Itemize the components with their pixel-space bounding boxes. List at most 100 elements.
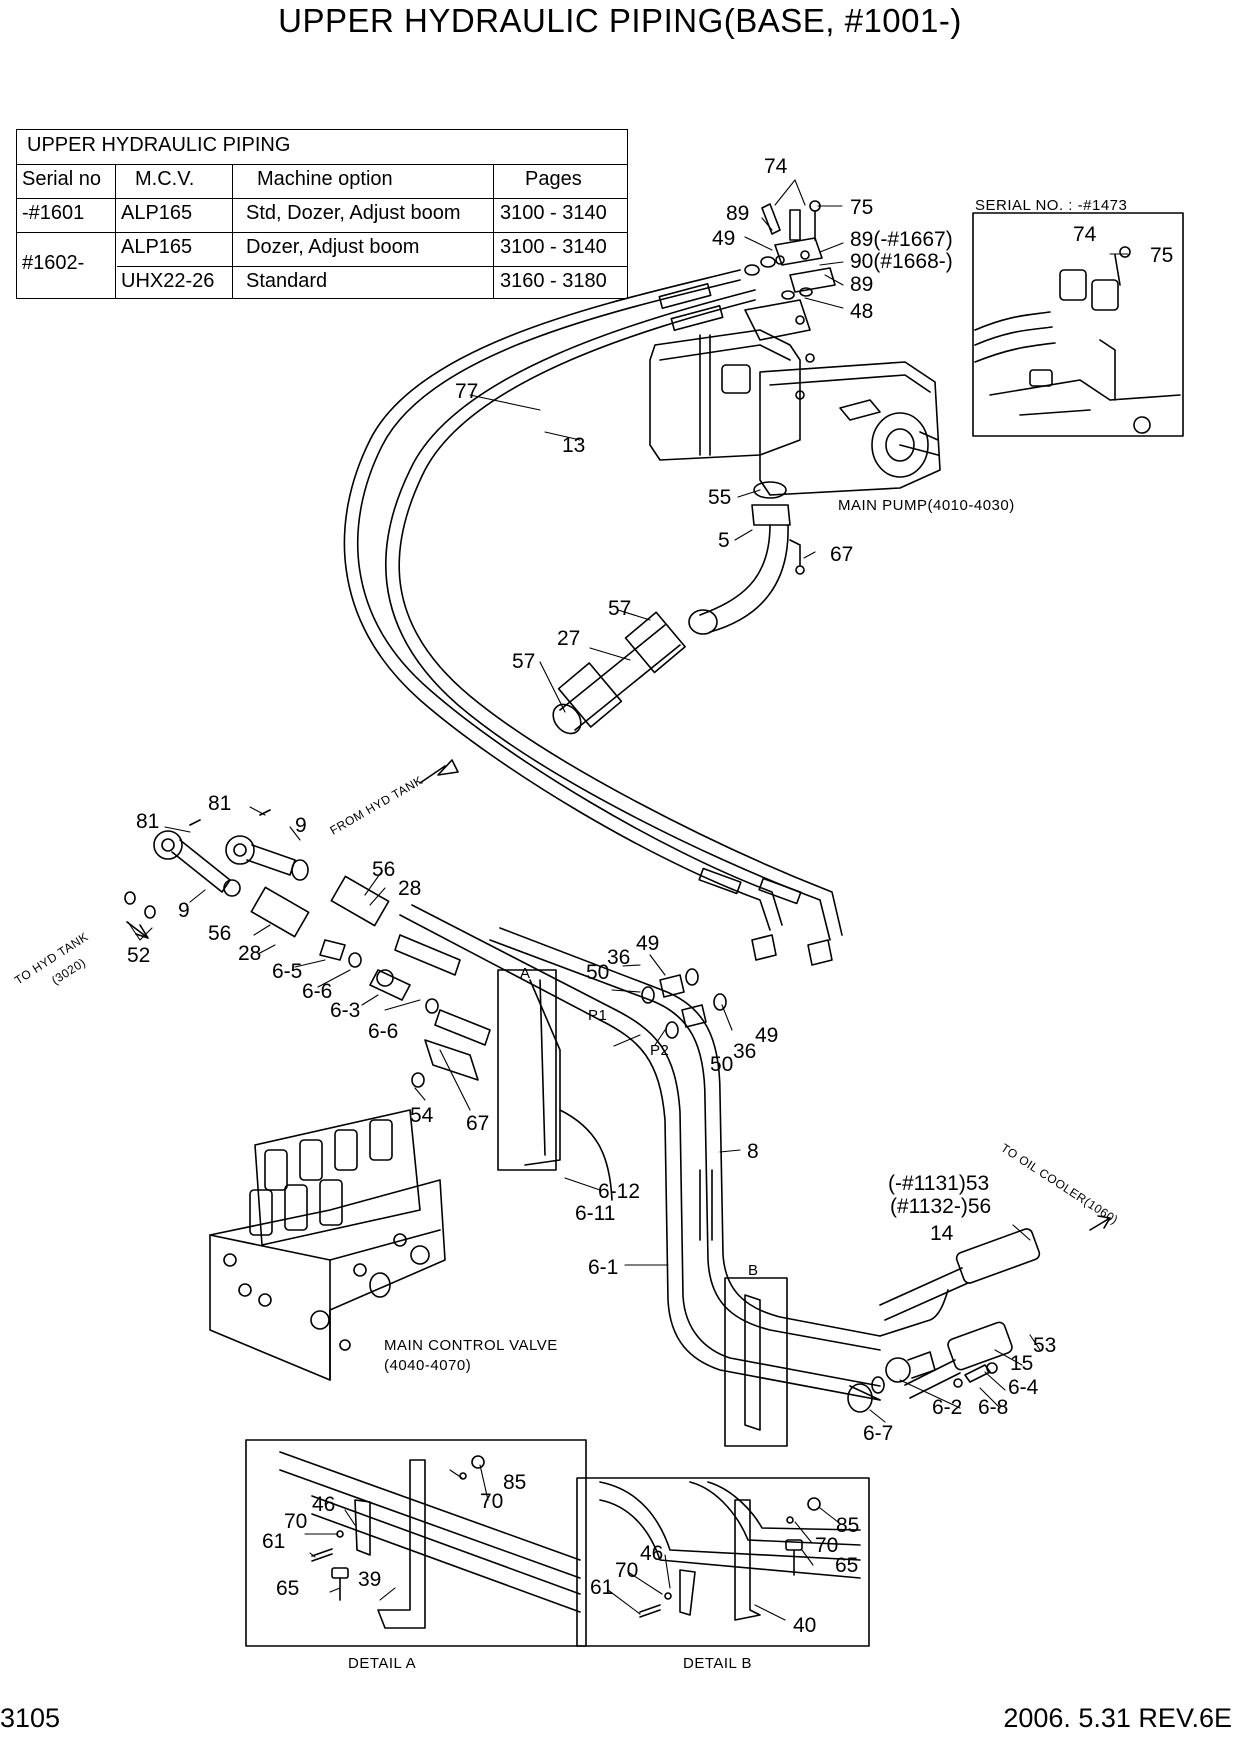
mcv-label-pages: (4040-4070) — [384, 1357, 471, 1374]
callout-label: 6-2 — [932, 1396, 962, 1419]
pressure-hoses — [343, 269, 843, 966]
callout-label: 50 — [710, 1053, 733, 1076]
callout-label: 67 — [466, 1112, 489, 1135]
callout-label: 74 — [764, 155, 788, 178]
table-cell: 3100 - 3140 — [500, 202, 607, 224]
callout-label: 36 — [607, 946, 630, 969]
callout-label: 52 — [127, 944, 150, 967]
callout-label: 6-6 — [302, 980, 332, 1003]
to-cooler-arrow — [1089, 1215, 1111, 1231]
callout-label: 61 — [262, 1530, 285, 1553]
callout-label: 6-4 — [1008, 1376, 1039, 1399]
table-cell: 3160 - 3180 — [500, 270, 607, 292]
callout-label: 46 — [640, 1542, 663, 1565]
callout-label: 28 — [398, 877, 421, 900]
table-cell: Std, Dozer, Adjust boom — [246, 202, 461, 224]
suction-pipe — [688, 481, 805, 635]
table-cell: ALP165 — [121, 202, 193, 224]
callout-label: 6-6 — [368, 1020, 398, 1043]
table-cell: Dozer, Adjust boom — [246, 236, 420, 258]
callout-label: 49 — [712, 227, 735, 250]
col-header: Serial no — [22, 168, 101, 190]
detail-a-caption: DETAIL A — [348, 1655, 416, 1672]
callout-label: 14 — [930, 1222, 954, 1245]
callout-label: 49 — [755, 1024, 778, 1047]
callout-label: 54 — [410, 1104, 434, 1127]
return-fittings — [124, 809, 491, 1088]
callout-label: (#1132-)56 — [890, 1195, 991, 1218]
detail-a-drawing — [279, 1451, 581, 1629]
steel-pipes — [399, 904, 949, 1401]
cooler-parts — [847, 1228, 1041, 1413]
callout-label: 6-12 — [598, 1180, 640, 1203]
table-cell: UHX22-26 — [121, 270, 215, 292]
leader-lines — [127, 179, 1129, 1621]
table-cell: -#1601 — [22, 202, 85, 224]
callout-label: 5 — [718, 529, 730, 552]
suction-hose — [552, 611, 686, 735]
callout-label: 90(#1668-) — [850, 250, 953, 273]
callout-label: 6-7 — [863, 1422, 893, 1445]
port-p1-label: P1 — [588, 1007, 607, 1024]
callout-label: 8 — [747, 1140, 759, 1163]
callout-label: 57 — [512, 650, 535, 673]
callout-label: 6-11 — [575, 1202, 615, 1225]
callout-label: 49 — [636, 932, 659, 955]
from-tank-arrow — [419, 759, 459, 784]
from-tank-label: FROM HYD TANK — [328, 773, 426, 837]
callout-label: 39 — [358, 1568, 381, 1591]
application-table: UPPER HYDRAULIC PIPING Serial no M.C.V. … — [16, 129, 628, 299]
callout-label: 57 — [608, 597, 631, 620]
callout-label: 77 — [455, 380, 478, 403]
port-fittings — [641, 968, 727, 1039]
col-header: Pages — [525, 168, 582, 190]
detail-a-marker — [497, 969, 561, 1171]
detail-b-drawing — [599, 1481, 861, 1621]
detail-a-box — [245, 1439, 587, 1647]
callout-label: 50 — [586, 961, 609, 984]
callout-label: 48 — [850, 300, 873, 323]
callout-label: 67 — [830, 543, 853, 566]
main-pump-label: MAIN PUMP(4010-4030) — [838, 497, 1015, 514]
detail-b-caption: DETAIL B — [683, 1655, 752, 1672]
page-number: 3105 — [0, 1703, 61, 1733]
detail-b-mark: B — [748, 1262, 759, 1279]
callout-label: 27 — [557, 627, 580, 650]
callout-label: 75 — [850, 196, 873, 219]
callout-label: 65 — [276, 1577, 299, 1600]
callout-label: 81 — [208, 792, 231, 815]
callout-label: 13 — [562, 434, 585, 457]
detail-b-marker — [724, 1277, 788, 1447]
page-title: UPPER HYDRAULIC PIPING(BASE, #1001-) — [278, 2, 962, 39]
callout-label: 56 — [208, 922, 231, 945]
callout-label: 15 — [1010, 1352, 1033, 1375]
inset-serial-label: SERIAL NO. : -#1473 — [975, 197, 1127, 214]
port-p2-label: P2 — [650, 1042, 669, 1059]
callout-label: 6-3 — [330, 999, 360, 1022]
mcv-label: MAIN CONTROL VALVE — [384, 1337, 558, 1354]
callout-label: 40 — [793, 1614, 816, 1637]
detail-b-box — [576, 1477, 870, 1647]
callout-label: 56 — [372, 858, 395, 881]
callout-label: 89(-#1667) — [850, 228, 953, 251]
callout-label: 9 — [295, 814, 307, 837]
pump-fittings — [744, 200, 836, 300]
main-control-valve — [209, 1109, 446, 1381]
col-header: Machine option — [257, 168, 393, 190]
callout-label: 6-8 — [978, 1396, 1008, 1419]
callout-label: 74 — [1073, 223, 1097, 246]
table-cell: 3100 - 3140 — [500, 236, 607, 258]
callout-label: (-#1131)53 — [888, 1172, 989, 1195]
to-cooler-label: TO OIL COOLER(1060) — [998, 1141, 1120, 1227]
callout-label: 81 — [136, 810, 159, 833]
col-header: M.C.V. — [135, 168, 195, 190]
main-pump — [649, 299, 941, 496]
callout-label: 36 — [733, 1040, 756, 1063]
callout-label: 89 — [850, 273, 873, 296]
callout-label: 6-5 — [272, 960, 302, 983]
table-cell: ALP165 — [121, 236, 193, 258]
callout-label: 46 — [312, 1493, 335, 1516]
callout-label: 65 — [835, 1554, 858, 1577]
detail-a-mark: A — [520, 965, 531, 982]
